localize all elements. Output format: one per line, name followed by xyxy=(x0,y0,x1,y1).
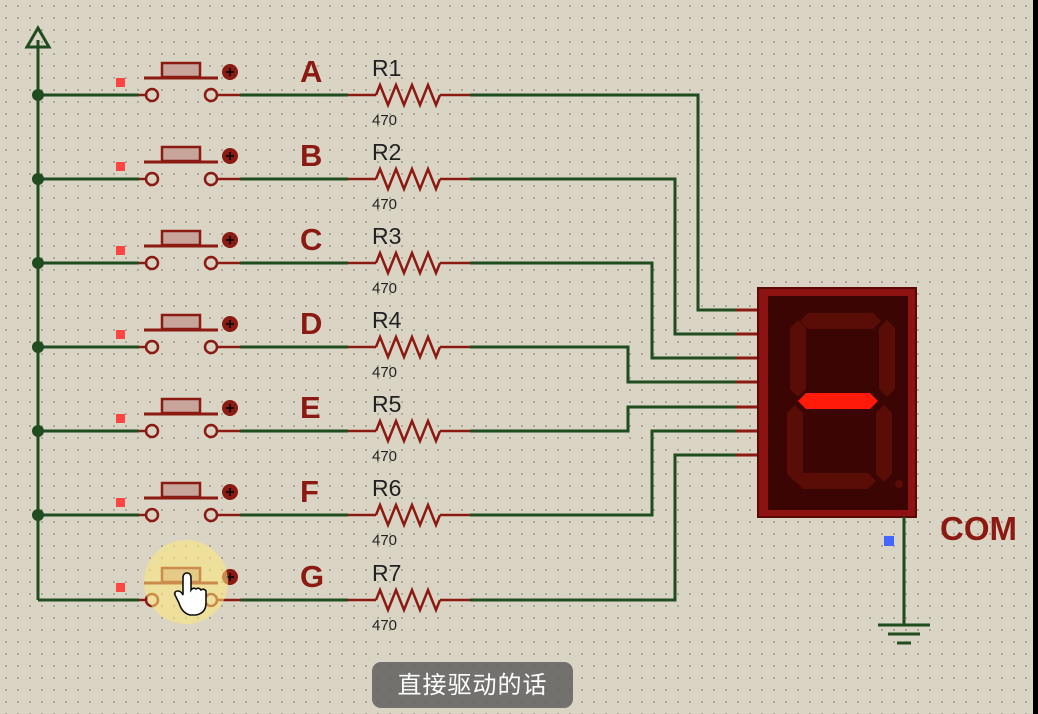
channel-e: E R5 470 xyxy=(32,390,736,465)
channel-b: B R2 470 xyxy=(32,138,736,336)
state-indicator xyxy=(116,583,125,592)
wire xyxy=(470,177,736,336)
hand-cursor-icon xyxy=(174,572,207,616)
state-indicator xyxy=(116,330,125,339)
channel-d: D R4 470 xyxy=(32,306,736,384)
resistor-value: 470 xyxy=(372,617,397,634)
resistor-ref: R5 xyxy=(372,391,401,417)
channel-label: G xyxy=(300,559,324,594)
segment-e xyxy=(787,405,803,482)
resistor-value: 470 xyxy=(372,364,397,381)
button-cap xyxy=(160,229,202,247)
actuator-icon xyxy=(222,316,238,332)
ground-connection xyxy=(878,517,930,645)
push-button-b[interactable] xyxy=(116,145,240,187)
segment-d xyxy=(795,473,876,489)
resistor-r7[interactable]: R7 470 xyxy=(348,560,470,634)
actuator-icon xyxy=(222,148,238,164)
state-indicator xyxy=(116,246,125,255)
button-cap xyxy=(160,61,202,79)
wire xyxy=(470,261,736,360)
channel-label: A xyxy=(300,54,322,89)
segment-g xyxy=(798,393,878,409)
resistor-r3[interactable]: R3 470 xyxy=(348,223,470,297)
segment-f xyxy=(790,320,806,397)
resistor-ref: R3 xyxy=(372,223,401,249)
wire xyxy=(470,405,736,433)
resistor-value: 470 xyxy=(372,448,397,465)
channel-c: C R3 470 xyxy=(32,222,736,360)
wire xyxy=(470,93,736,312)
resistor-value: 470 xyxy=(372,112,397,129)
state-indicator xyxy=(116,162,125,171)
ground-icon xyxy=(878,623,930,645)
push-button-c[interactable] xyxy=(116,229,240,271)
channel-f: F R6 470 xyxy=(32,429,736,549)
power-rail xyxy=(24,25,52,600)
resistor-value: 470 xyxy=(372,532,397,549)
push-button-d[interactable] xyxy=(116,313,240,355)
actuator-icon xyxy=(222,64,238,80)
button-cap xyxy=(160,481,202,499)
segment-a xyxy=(800,313,881,329)
button-cap xyxy=(160,313,202,331)
resistor-r4[interactable]: R4 470 xyxy=(348,307,470,381)
resistor-ref: R2 xyxy=(372,139,401,165)
channel-label: E xyxy=(300,390,321,425)
resistor-value: 470 xyxy=(372,196,397,213)
channel-label: D xyxy=(300,306,322,341)
resistor-r2[interactable]: R2 470 xyxy=(348,139,470,213)
push-button-e[interactable] xyxy=(116,397,240,439)
video-caption: 直接驱动的话 xyxy=(372,662,573,708)
actuator-icon xyxy=(222,400,238,416)
push-button-f[interactable] xyxy=(116,481,240,523)
resistor-r5[interactable]: R5 470 xyxy=(348,391,470,465)
resistor-ref: R6 xyxy=(372,475,401,501)
button-cap xyxy=(160,145,202,163)
segment-c xyxy=(876,405,892,482)
wire xyxy=(470,453,736,602)
resistor-ref: R7 xyxy=(372,560,401,586)
state-indicator xyxy=(116,414,125,423)
decimal-point xyxy=(895,480,903,488)
channel-label: C xyxy=(300,222,322,257)
wire xyxy=(470,429,736,517)
resistor-value: 470 xyxy=(372,280,397,297)
actuator-icon xyxy=(222,484,238,500)
channel-label: B xyxy=(300,138,322,173)
wire xyxy=(470,345,736,384)
resistor-r6[interactable]: R6 470 xyxy=(348,475,470,549)
resistor-ref: R4 xyxy=(372,307,402,333)
segment-b xyxy=(879,320,895,397)
state-indicator xyxy=(116,78,125,87)
state-indicator xyxy=(116,498,125,507)
ground-terminal[interactable] xyxy=(884,536,894,546)
button-cap xyxy=(160,397,202,415)
channel-label: F xyxy=(300,474,319,509)
actuator-icon xyxy=(222,232,238,248)
com-label: COM xyxy=(940,510,1017,547)
seven-segment-display[interactable] xyxy=(736,287,917,518)
channel-a: A R1 470 xyxy=(32,54,736,312)
push-button-a[interactable] xyxy=(116,61,240,103)
resistor-ref: R1 xyxy=(372,55,401,81)
resistor-r1[interactable]: R1 470 xyxy=(348,55,470,129)
